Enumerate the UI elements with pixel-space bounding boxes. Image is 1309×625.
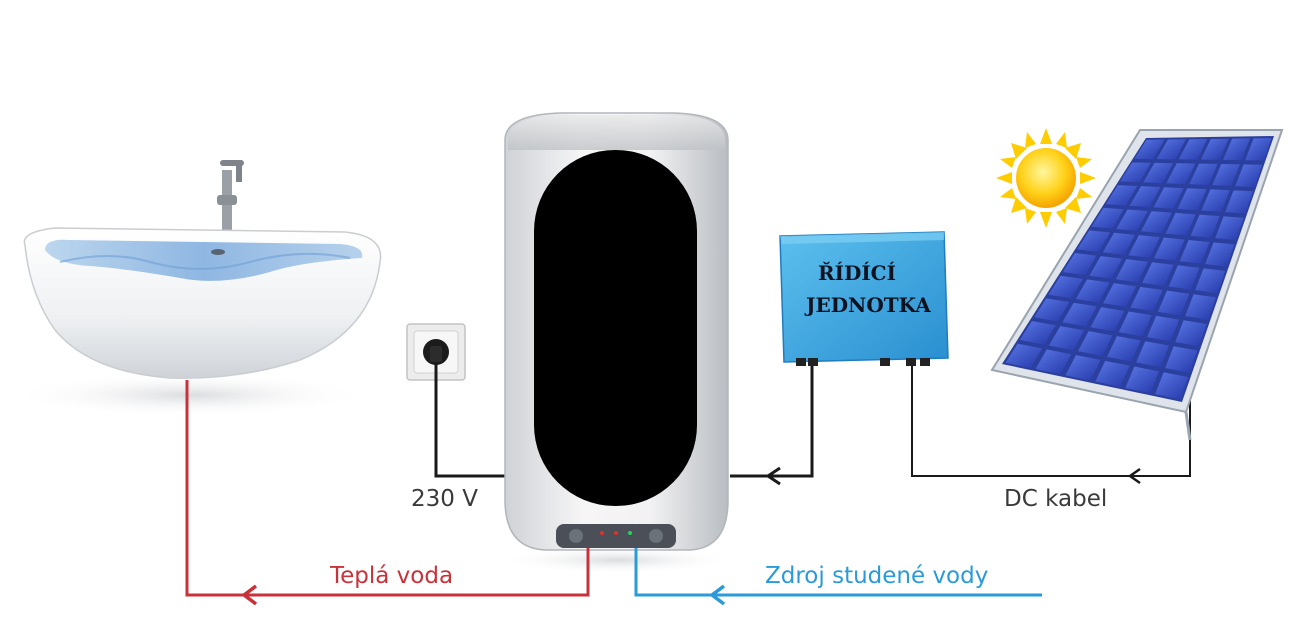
solar-cell [1143, 162, 1174, 184]
tank-display-panel [534, 150, 697, 506]
solar-cell [1175, 320, 1207, 347]
solar-cell [1168, 265, 1200, 290]
hot-water-pipe [185, 380, 590, 606]
solar-cell [1225, 190, 1254, 214]
solar-cell [1128, 235, 1160, 258]
solar-cell [1195, 268, 1226, 294]
solar-cell [1034, 298, 1070, 322]
tank-control-strip [556, 524, 676, 548]
solar-cell [1156, 139, 1186, 160]
control-unit-cable [730, 362, 814, 486]
cable-arrow-icon [765, 466, 781, 486]
solar-cell [1205, 242, 1235, 267]
solar-cell [1166, 163, 1196, 185]
solar-cell [1178, 138, 1208, 160]
solar-cell [1116, 209, 1148, 231]
solar-cell [1201, 189, 1230, 212]
hot-water-label: Teplá voda [330, 563, 454, 589]
solar-cell [1177, 188, 1207, 211]
power-cable-230v [434, 362, 508, 478]
solar-cell [1146, 315, 1180, 342]
sun-icon [996, 128, 1096, 228]
solar-cell [1140, 211, 1172, 234]
solar-cell [1048, 326, 1085, 351]
solar-cell [1223, 138, 1251, 161]
bathtub-shadow [10, 373, 370, 417]
cold-water-label: Zdroj studené vody [765, 563, 989, 589]
solar-cell [1102, 232, 1135, 255]
solar-cell [1153, 237, 1185, 261]
solar-cell [1091, 207, 1124, 229]
solar-cell [1107, 336, 1141, 362]
solar-cell [1155, 372, 1189, 400]
solar-cell [1120, 162, 1151, 183]
solar-cell [1019, 321, 1056, 345]
solar-cell [1035, 349, 1072, 375]
dc-cable-label: DC kabel [1004, 486, 1108, 512]
solar-cell-grid [1005, 138, 1272, 400]
solar-cell [1048, 275, 1083, 299]
solar-cell [1212, 163, 1241, 187]
solar-cell [1125, 366, 1159, 394]
solar-cell [1005, 343, 1043, 368]
hot-water-arrow-icon [241, 584, 258, 606]
cold-water-pipe [634, 548, 1042, 606]
cold-water-arrow-icon [709, 584, 726, 606]
solar-panel [990, 129, 1284, 441]
solar-cell [1165, 346, 1198, 373]
solar-cell [1165, 212, 1196, 236]
solar-cell [1190, 214, 1220, 238]
solar-cell [1134, 139, 1165, 160]
dc-cable-arrow-icon [1127, 467, 1141, 485]
solar-cell [1103, 283, 1137, 307]
solar-cell [1157, 290, 1190, 316]
solar-cell [1077, 230, 1111, 252]
solar-cell [1235, 164, 1263, 187]
solar-cell [1062, 302, 1097, 327]
bathtub-water [45, 239, 363, 281]
solar-cell [1089, 256, 1123, 279]
solar-cell [1153, 187, 1184, 209]
bathtub [10, 160, 382, 417]
solar-cell [1185, 294, 1216, 320]
solar-cell [1200, 138, 1229, 160]
solar-cell [1189, 163, 1218, 186]
solar-cell [1090, 307, 1125, 332]
solar-cell [1118, 311, 1152, 337]
solar-cell [1130, 286, 1163, 312]
solar-cell [1179, 239, 1210, 264]
control-unit-label-line2: JEDNOTKA [806, 293, 931, 317]
solar-cell [1142, 262, 1174, 286]
control-unit-label-line1: ŘÍDÍCÍ [818, 261, 896, 285]
solar-cell [1245, 138, 1272, 161]
control-unit-box [779, 231, 949, 366]
wall-socket-icon [406, 323, 466, 381]
solar-cell [1075, 279, 1110, 303]
solar-cell [1065, 355, 1101, 381]
solar-cell [1215, 216, 1244, 241]
solar-cell [1095, 360, 1130, 387]
voltage-label: 230 V [411, 486, 478, 512]
solar-cell [1105, 185, 1138, 206]
solar-cell [1062, 253, 1097, 276]
water-heater-tank [497, 112, 737, 574]
solar-cell [1129, 186, 1161, 208]
solar-cell [1115, 259, 1148, 283]
solar-cell [1136, 341, 1170, 368]
solar-cell [1078, 331, 1113, 356]
